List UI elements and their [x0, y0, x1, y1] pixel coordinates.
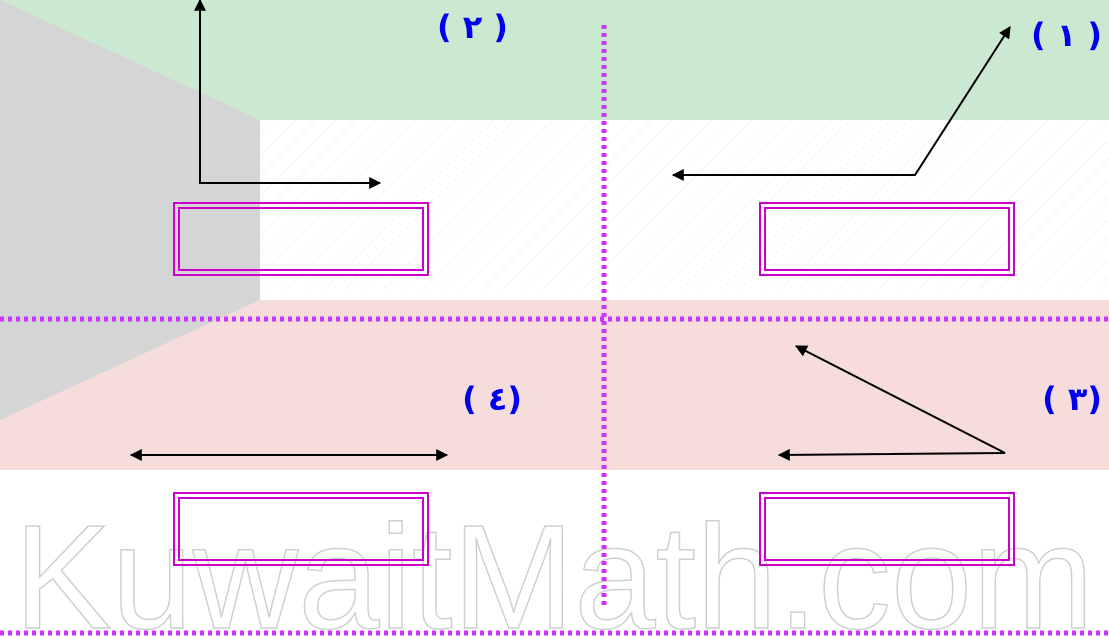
panel-4: ( ٤) [129, 380, 522, 566]
panel-2-label: ( ٢ ) [437, 8, 508, 46]
panel-1-answer-box[interactable] [759, 202, 1015, 276]
panel-3-label: ( ٣) [1042, 380, 1102, 418]
panel-3-rays-figure [777, 345, 1006, 461]
flag-red-band [0, 300, 1109, 470]
panel-3: ( ٣) [759, 345, 1102, 566]
panel-3-answer-box[interactable] [759, 492, 1015, 566]
panel-2: ( ٢ ) [173, 0, 508, 276]
site-watermark: KuwaitMath.com [14, 495, 1094, 638]
panel-1-angle-figure [671, 25, 1011, 181]
panel-4-answer-box[interactable] [173, 492, 429, 566]
panel-4-label: ( ٤) [462, 380, 522, 418]
flag-background [0, 0, 1109, 470]
panel-2-right-angle-figure [194, 0, 382, 189]
panel-1: ( ١ ) [671, 16, 1102, 276]
panel-2-answer-box[interactable] [173, 202, 429, 276]
panel-1-label: ( ١ ) [1031, 16, 1102, 54]
